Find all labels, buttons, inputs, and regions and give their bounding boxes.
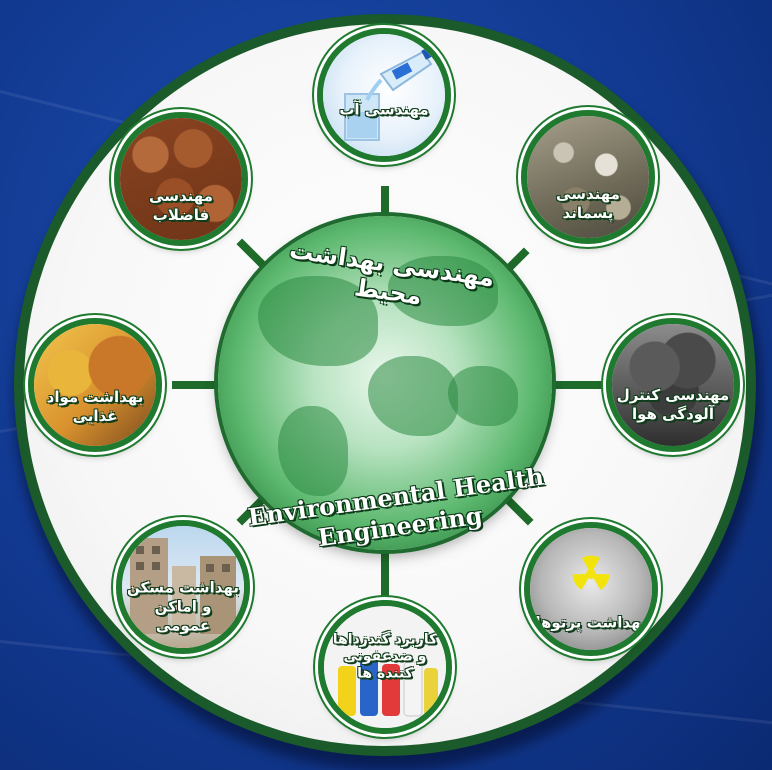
branch-air-pollution-label: مهندسی کنترل آلودگی هوا [616, 385, 730, 423]
branch-housing-public-places: بهداشت مسکن و اماکن عمومی [116, 520, 250, 654]
branch-disinfectants-label: کاربرد گندزداها و ضدعفونی کننده ها [332, 631, 438, 682]
continent-shape [388, 256, 498, 326]
dried-sludge-icon [120, 118, 242, 240]
water-bottle-icon [323, 34, 445, 156]
branch-disinfectants: کاربرد گندزداها و ضدعفونی کننده ها [318, 600, 452, 734]
branch-solid-waste-engineering: مهندسی پسماند [521, 110, 655, 244]
buildings-icon [122, 526, 244, 648]
branch-water-label: مهندسی آب [339, 100, 429, 119]
branch-radiation-label: بهداشت پرتوها [535, 613, 647, 632]
continent-shape [368, 356, 458, 436]
branch-wastewater-label: مهندسی فاضلاب [149, 186, 213, 224]
branch-solid-waste-label: مهندسی پسماند [556, 184, 620, 222]
branch-food-hygiene: بهداشت مواد غذایی [28, 318, 162, 452]
radiation-icon [530, 528, 652, 650]
connector-air [548, 381, 608, 389]
continent-shape [278, 406, 348, 496]
fast-food-icon [34, 324, 156, 446]
smoke-cloud-icon [612, 324, 734, 446]
branch-radiation-health: بهداشت پرتوها [524, 522, 658, 656]
branch-water-engineering: مهندسی آب [317, 28, 451, 162]
branch-food-label: بهداشت مواد غذایی [46, 387, 144, 425]
connector-water [381, 186, 389, 226]
connector-disinfectants [381, 548, 389, 606]
branch-housing-label: بهداشت مسکن و اماکن عمومی [127, 578, 239, 635]
center-globe [218, 216, 552, 550]
continent-shape [448, 366, 518, 426]
continent-shape [258, 276, 378, 366]
cleaning-bottles-icon [324, 606, 446, 728]
branch-air-pollution-control: مهندسی کنترل آلودگی هوا [606, 318, 740, 452]
connector-food [172, 381, 222, 389]
branch-wastewater-engineering: مهندسی فاضلاب [114, 112, 248, 246]
garbage-pile-icon [527, 116, 649, 238]
